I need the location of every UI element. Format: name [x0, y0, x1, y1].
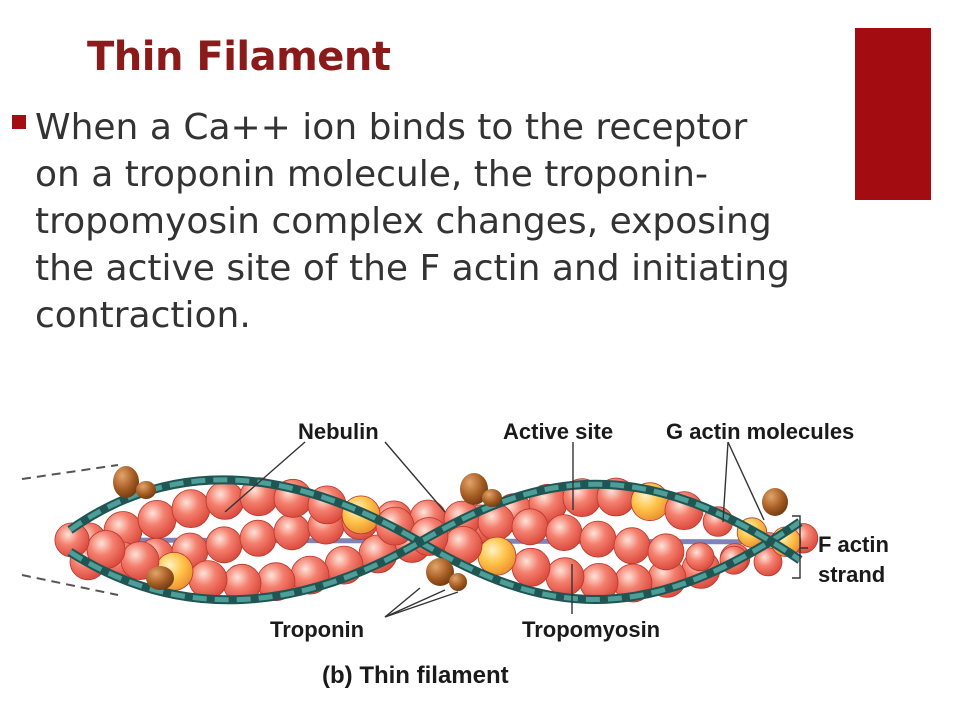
bullet-line: When a Ca++ ion binds to the receptor [35, 107, 748, 148]
g-actin-bead [613, 527, 651, 565]
slide-title: Thin Filament [87, 34, 391, 80]
g-actin-bead [545, 514, 583, 552]
troponin-complexes [113, 466, 788, 591]
label-tropomyosin: Tropomyosin [522, 617, 660, 642]
label-f-actin-strand-line1: F actin [818, 532, 889, 557]
accent-bar [855, 28, 931, 200]
g-actin-bead [579, 520, 617, 558]
g-actin-bead [477, 536, 517, 576]
g-actin-bead [685, 542, 715, 572]
bullet-line: tropomyosin complex changes, exposing [35, 201, 772, 242]
label-f-actin-strand-line2: strand [818, 562, 885, 587]
bullet-text: When a Ca++ ion binds to the receptor on… [35, 104, 895, 339]
g-actin-bead [545, 557, 585, 597]
label-nebulin: Nebulin [298, 419, 379, 444]
g-actin-bead [511, 547, 551, 587]
label-troponin: Troponin [270, 617, 364, 642]
bullet-square-icon [12, 115, 26, 129]
g-actin-bead [137, 500, 177, 539]
g-actin-bead [171, 489, 211, 528]
label-g-actin-molecules: G actin molecules [666, 419, 854, 444]
filament-continuation-lines [21, 464, 119, 596]
leader-lines [224, 441, 808, 618]
diagram-caption: (b) Thin filament [322, 662, 509, 689]
tropomyosin-strands [67, 475, 803, 605]
bullet-line: the active site of the F actin and initi… [35, 248, 790, 289]
bullet-line: on a troponin molecule, the troponin- [35, 154, 708, 195]
g-actin-bead [273, 513, 311, 551]
g-actin-bead [511, 508, 549, 546]
g-actin-bead [647, 533, 685, 571]
label-active-site: Active site [503, 419, 613, 444]
g-actin-bead [239, 519, 277, 557]
g-actin-bead [188, 560, 228, 600]
g-actin-bead [205, 526, 243, 564]
bullet-line: contraction. [35, 295, 251, 336]
thin-filament-diagram: Nebulin Active site G actin molecules F … [21, 419, 889, 689]
